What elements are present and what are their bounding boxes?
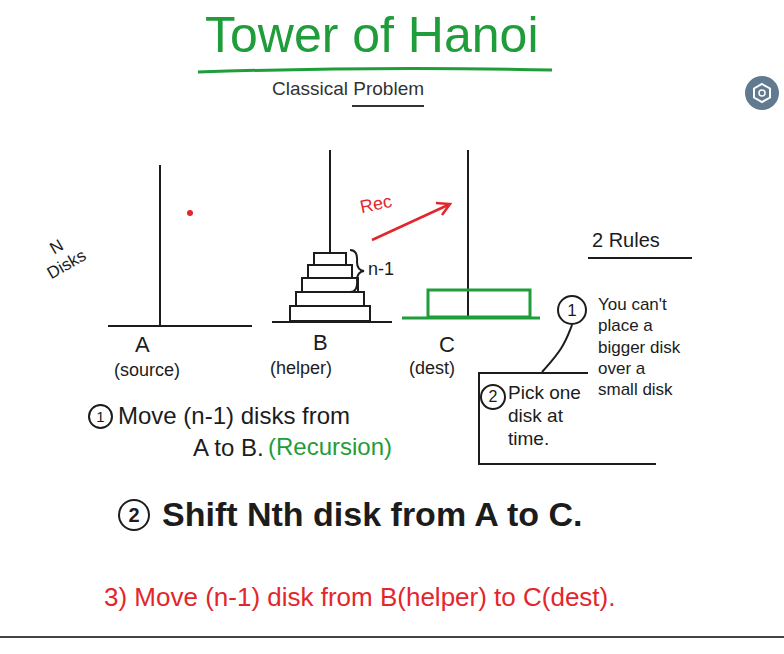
title: Tower of Hanoi xyxy=(205,8,539,63)
gear-icon xyxy=(745,76,779,110)
peg-role: (helper) xyxy=(270,358,332,380)
disk xyxy=(314,253,346,265)
peg-role: (dest) xyxy=(409,358,455,380)
gear-disc xyxy=(745,76,779,110)
title-underline xyxy=(198,68,552,72)
peg-role: (source) xyxy=(114,360,180,382)
bottom-rule xyxy=(0,636,784,638)
leader-connector xyxy=(542,325,572,372)
step-text: 3) Move (n-1) disk from B(helper) to C(d… xyxy=(104,582,615,613)
bracket-label: n-1 xyxy=(368,259,394,281)
peg-b xyxy=(272,150,392,322)
peg-rod xyxy=(159,165,161,326)
circle-shape xyxy=(89,405,112,428)
step-number: 2 xyxy=(118,499,150,531)
subtitle: Classical Problem xyxy=(272,78,424,101)
number-text: 1 xyxy=(96,409,104,424)
peg-c xyxy=(402,150,540,318)
disk xyxy=(308,265,352,278)
subtitle-underline xyxy=(352,105,424,107)
arrow-label: Rec xyxy=(358,191,394,219)
step-number: 1 xyxy=(88,404,113,429)
rule-text: You can't place a bigger disk over a sma… xyxy=(598,294,684,400)
circle-shape xyxy=(119,500,149,530)
disk xyxy=(296,292,364,306)
peg-a xyxy=(108,165,252,326)
disk xyxy=(302,278,358,292)
heading-underline xyxy=(588,257,692,259)
box-rule xyxy=(586,463,656,465)
gear-hole xyxy=(759,90,765,96)
rule-number: 1 xyxy=(557,295,587,325)
side-note: N Disks xyxy=(29,226,94,287)
marker-dot xyxy=(187,210,193,216)
peg-name: B xyxy=(313,330,328,356)
peg-rod xyxy=(329,150,331,253)
rule-number: 2 xyxy=(480,384,506,410)
peg-name: C xyxy=(439,332,455,358)
number-text: 2 xyxy=(489,389,498,405)
circle-shape xyxy=(481,385,505,409)
peg-base xyxy=(108,325,252,327)
step-text: Shift Nth disk from A to C. xyxy=(162,494,583,535)
gear-hexagon xyxy=(754,84,770,102)
peg-name: A xyxy=(135,332,150,358)
step-note: (Recursion) xyxy=(268,433,392,462)
circle-shape xyxy=(558,296,586,324)
arrow-head xyxy=(436,203,450,215)
number-text: 1 xyxy=(567,302,576,319)
disk xyxy=(290,306,370,321)
section-heading: 2 Rules xyxy=(592,228,660,252)
moved-disk xyxy=(428,290,530,317)
number-text: 2 xyxy=(128,505,139,525)
brace xyxy=(350,250,364,292)
rule-text: Pick one disk at time. xyxy=(508,382,586,450)
rule-box: 2 Pick one disk at time. xyxy=(478,372,588,465)
